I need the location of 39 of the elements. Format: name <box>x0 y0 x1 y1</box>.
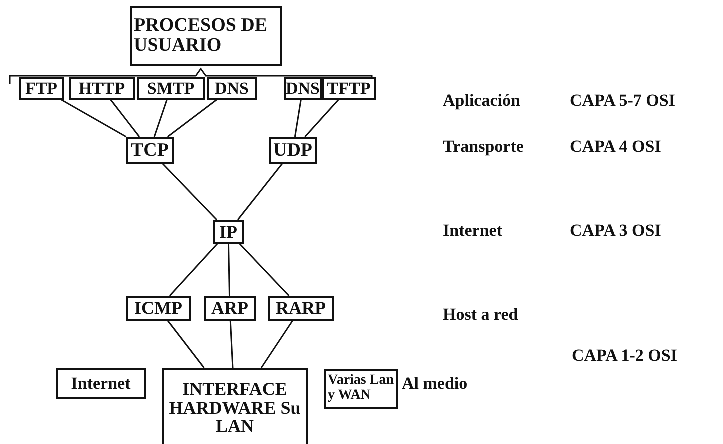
protocol-box: DNS <box>284 77 322 100</box>
osi-layer-label: CAPA 3 OSI <box>570 221 662 241</box>
protocol-box: INTERFACE HARDWARE Su LAN <box>162 368 308 444</box>
connector-line <box>294 100 302 138</box>
protocol-box: FTP <box>19 77 64 100</box>
protocol-box: TCP <box>126 137 174 164</box>
connector-line <box>169 244 218 296</box>
connector-line <box>162 163 218 221</box>
connector-line <box>110 100 140 138</box>
connector-line <box>230 320 234 368</box>
protocol-box: HTTP <box>69 77 135 100</box>
layer-name: Aplicación <box>443 91 520 111</box>
connector-line <box>239 243 290 297</box>
connector-line <box>237 164 283 220</box>
connector-line <box>304 100 340 138</box>
connector-line <box>167 99 218 138</box>
layer-name: Al medio <box>402 374 468 394</box>
osi-layer-label: CAPA 4 OSI <box>570 137 662 157</box>
layer-name: Transporte <box>443 137 524 157</box>
protocol-box: TFTP <box>322 77 376 100</box>
protocol-box: SMTP <box>137 77 205 100</box>
protocol-box: Internet <box>56 368 146 399</box>
osi-layer-label: CAPA 5-7 OSI <box>570 91 676 111</box>
protocol-box: RARP <box>268 296 334 321</box>
protocol-box: Varias Lan y WAN <box>324 369 398 409</box>
connector-line <box>260 320 294 368</box>
protocol-box: IP <box>213 220 244 244</box>
protocol-box: UDP <box>269 137 317 164</box>
connector-line <box>228 244 230 296</box>
connector-line <box>61 99 127 138</box>
protocol-box: DNS <box>207 77 257 100</box>
layer-name: Internet <box>443 221 502 241</box>
connector-line <box>154 100 168 138</box>
connector-line <box>168 320 205 368</box>
layer-name: Host a red <box>443 305 518 325</box>
protocol-box: ARP <box>204 296 256 321</box>
protocol-box: PROCESOS DE USUARIO <box>130 6 282 66</box>
osi-layer-label: CAPA 1-2 OSI <box>572 346 678 366</box>
protocol-box: ICMP <box>126 296 191 321</box>
